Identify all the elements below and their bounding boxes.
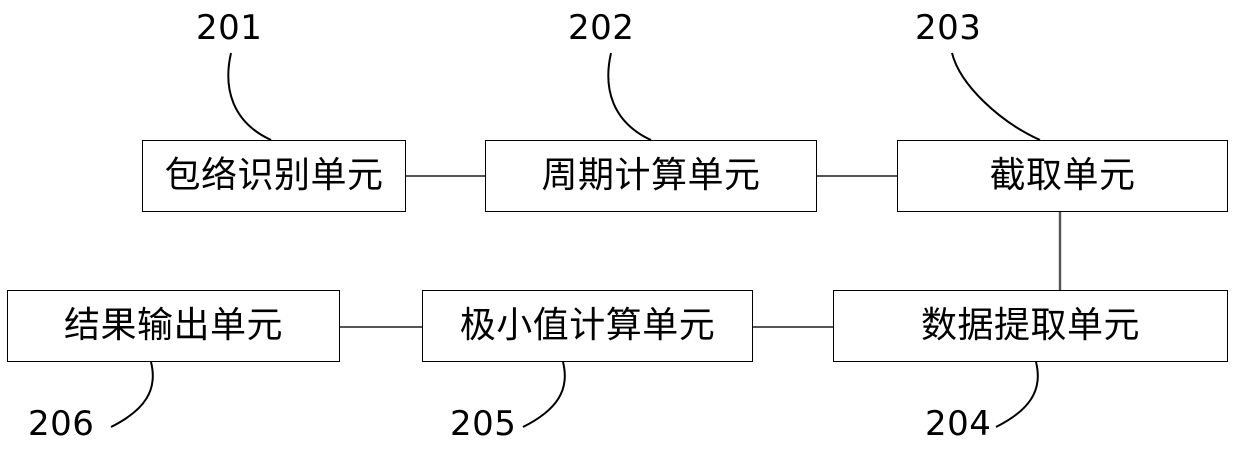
leader-line-201	[227, 52, 272, 141]
ref-number-204: 204	[925, 404, 992, 444]
unit-box-204[interactable]: 数据提取单元	[833, 290, 1228, 362]
leader-line-203	[951, 52, 1041, 141]
unit-box-203-label: 截取单元	[989, 155, 1136, 196]
unit-box-203[interactable]: 截取单元	[897, 140, 1228, 212]
unit-box-201[interactable]: 包络识别单元	[142, 140, 406, 212]
ref-number-205: 205	[450, 404, 517, 444]
leader-line-205	[522, 361, 566, 428]
unit-box-202-label: 周期计算单元	[541, 155, 761, 196]
unit-box-206-label: 结果输出单元	[63, 305, 283, 346]
unit-box-204-label: 数据提取单元	[920, 305, 1140, 346]
unit-box-202[interactable]: 周期计算单元	[485, 140, 817, 212]
ref-number-201: 201	[196, 8, 263, 48]
leader-line-204	[995, 361, 1039, 428]
leader-line-202	[607, 52, 652, 141]
unit-box-201-label: 包络识别单元	[164, 155, 384, 196]
ref-number-202: 202	[568, 8, 635, 48]
unit-box-206[interactable]: 结果输出单元	[7, 290, 340, 362]
ref-number-206: 206	[28, 404, 95, 444]
ref-number-203: 203	[915, 8, 982, 48]
unit-box-205-label: 极小值计算单元	[459, 305, 716, 346]
leader-line-206	[110, 361, 154, 428]
unit-box-205[interactable]: 极小值计算单元	[422, 290, 753, 362]
